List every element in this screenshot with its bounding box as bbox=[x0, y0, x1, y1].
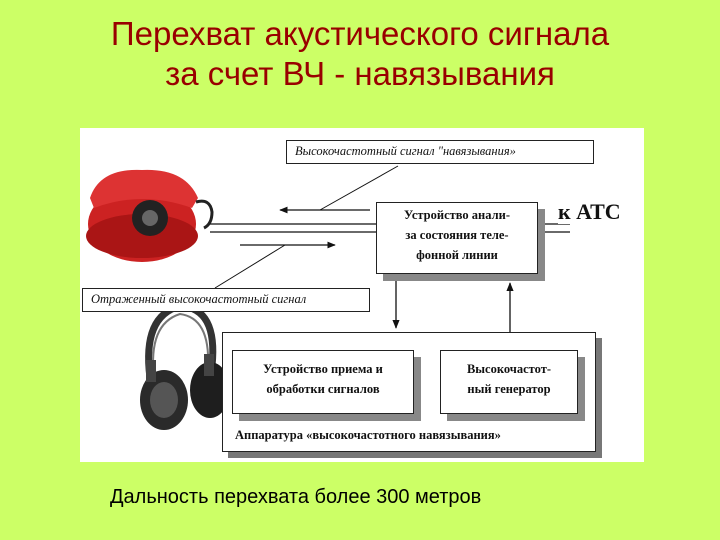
analyzer-box: Устройство анали- за состояния теле- фон… bbox=[376, 202, 538, 274]
diagram-lines bbox=[86, 165, 570, 430]
telephone-icon bbox=[86, 169, 214, 262]
title-line-2: за счет ВЧ - навязывания bbox=[165, 55, 555, 92]
generator-box-line-2: ный генератор bbox=[467, 382, 551, 396]
hf-signal-label: Высокочастотный сигнал "навязывания» bbox=[295, 144, 516, 158]
footer-note: Дальность перехвата более 300 метров bbox=[110, 486, 482, 508]
receiver-box: Устройство приема и обработки сигналов bbox=[232, 350, 414, 414]
to-exchange-label: к АТС bbox=[558, 199, 621, 225]
receiver-box-line-2: обработки сигналов bbox=[266, 382, 380, 396]
title-line-1: Перехват акустического сигнала bbox=[110, 15, 610, 52]
analyzer-box-line-2: за состояния теле- bbox=[405, 228, 509, 242]
headphones-icon bbox=[140, 302, 230, 430]
diagram-panel: Высокочастотный сигнал "навязывания» Отр… bbox=[80, 128, 644, 462]
hf-signal-label-box: Высокочастотный сигнал "навязывания» bbox=[286, 140, 594, 164]
slide-title: Перехват акустического сигнала за счет В… bbox=[0, 14, 720, 94]
generator-box-line-1: Высокочастот- bbox=[466, 362, 552, 376]
generator-box: Высокочастот- ный генератор bbox=[440, 350, 578, 414]
analyzer-box-line-1: Устройство анали- bbox=[404, 208, 510, 222]
hf-signal-pointer bbox=[319, 165, 399, 211]
equipment-label: Аппаратура «высокочастотного навязывания… bbox=[235, 428, 501, 442]
receiver-box-line-1: Устройство приема и bbox=[263, 362, 383, 376]
reflected-signal-label: Отраженный высокочастотный сигнал bbox=[91, 292, 307, 306]
analyzer-box-line-3: фонной линии bbox=[416, 248, 498, 262]
reflected-signal-label-box: Отраженный высокочастотный сигнал bbox=[82, 288, 370, 312]
reflected-signal-pointer bbox=[214, 244, 286, 289]
